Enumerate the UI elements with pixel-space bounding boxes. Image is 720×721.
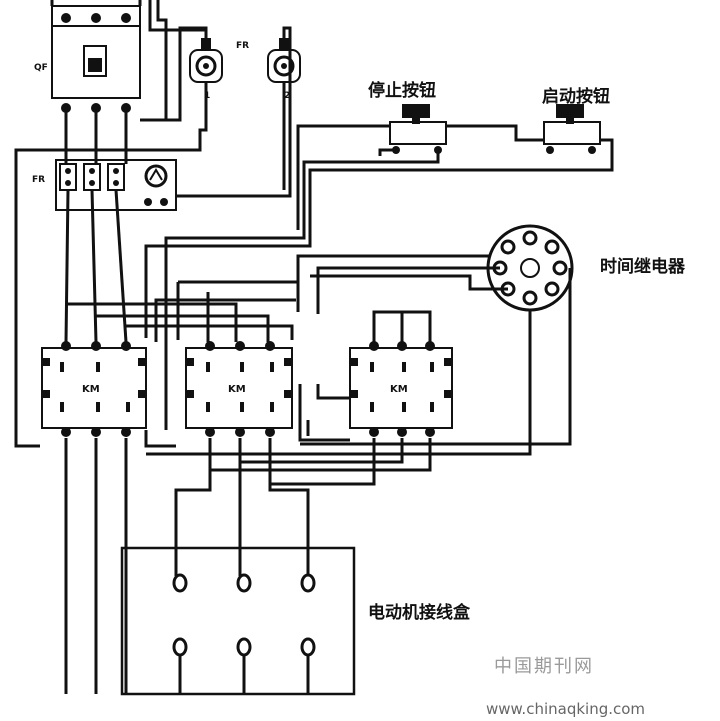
- fuse-2: [267, 38, 301, 83]
- watermark-site-url: www.chinaqking.com: [486, 700, 645, 718]
- time-relay: [486, 224, 574, 312]
- fuse-1: [189, 38, 223, 83]
- contactor-km-2: [185, 341, 293, 437]
- overload-label-side: FR: [32, 175, 45, 185]
- stop-button-label: 停止按钮: [368, 80, 436, 101]
- circuit-breaker-qf: [51, 5, 141, 113]
- overload-relay-fr: [55, 159, 177, 211]
- watermark-site-name: 中国期刊网: [494, 656, 594, 677]
- start-button: [543, 104, 601, 154]
- overload-label-top: FR: [236, 41, 249, 51]
- breaker-label: QF: [34, 63, 48, 73]
- contactor-km-1: [41, 341, 147, 437]
- fuse-2-number: 2: [284, 91, 290, 101]
- stop-button: [389, 104, 447, 154]
- motor-terminal-box: [120, 546, 356, 696]
- contactor-3-label: KM: [390, 384, 408, 395]
- time-relay-label: 时间继电器: [600, 256, 686, 277]
- wiring: [14, 0, 614, 694]
- contactor-2-label: KM: [228, 384, 246, 395]
- contactor-km-3: [349, 341, 453, 437]
- motor-box-label: 电动机接线盒: [368, 602, 471, 623]
- start-button-label: 启动按钮: [542, 86, 610, 107]
- contactor-1-label: KM: [82, 384, 100, 395]
